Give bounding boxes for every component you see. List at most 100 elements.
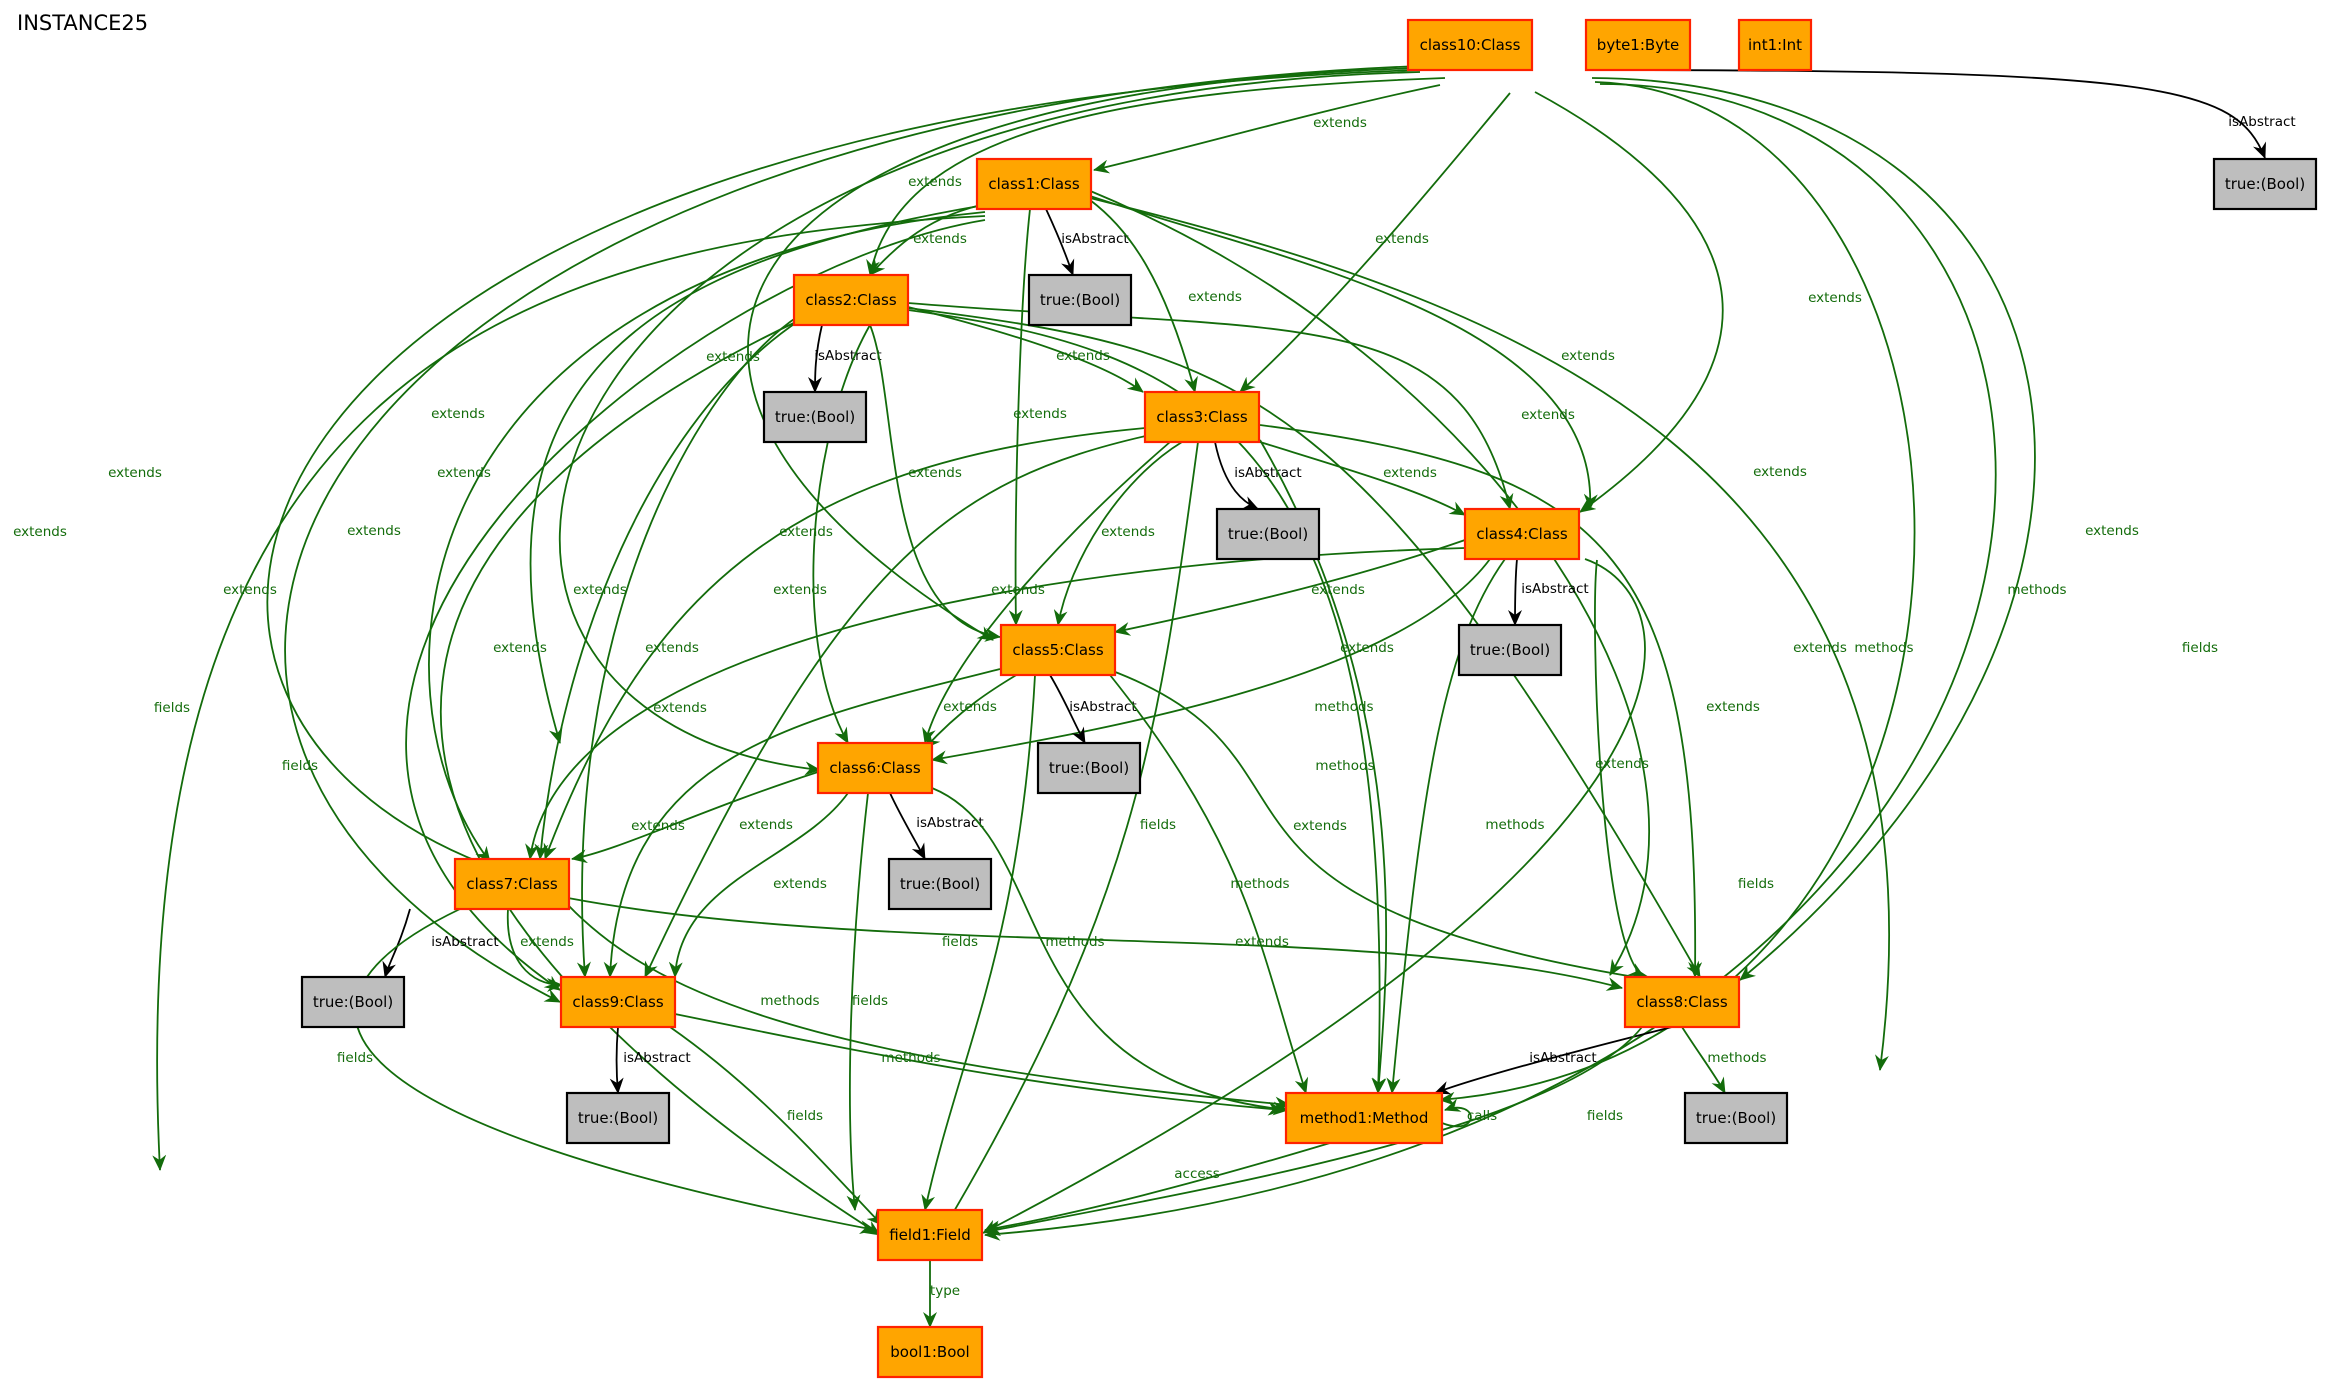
edge-label: isAbstract [623,1050,690,1066]
edge-label: extends [1101,524,1155,540]
edge-class3-extends-class8: extends [1259,424,1760,978]
edge-line [812,324,871,744]
edge-line [1681,1026,1726,1094]
node-class4[interactable]: class4:Class [1463,507,1581,561]
edge-label: extends [1235,934,1289,950]
node-class1[interactable]: class1:Class [975,157,1093,211]
node-t9[interactable]: true:(Bool) [565,1091,671,1145]
edge-label: fields [787,1108,823,1124]
edge-line [439,319,881,1236]
node-box [1027,273,1133,327]
node-box [1623,975,1741,1029]
edge-label: extends [13,524,67,540]
edge-class1-extends-class7: extends [347,211,986,863]
edge-line [609,1026,624,1094]
node-t10[interactable]: true:(Bool) [2212,157,2318,211]
edge-label: extends [1753,464,1807,480]
edge-line [1045,208,1075,276]
edge-line [405,219,986,991]
node-class6[interactable]: class6:Class [816,741,934,795]
node-box [565,1091,671,1145]
edge-class1-methods-method1: methods [1089,197,1914,1071]
node-bool1[interactable]: bool1:Bool [876,1325,984,1379]
node-class7[interactable]: class7:Class [453,857,571,911]
node-t7[interactable]: true:(Bool) [300,975,406,1029]
node-box [1737,18,1813,72]
node-t1[interactable]: true:(Bool) [1027,273,1133,327]
node-t6[interactable]: true:(Bool) [887,857,993,911]
edge-label: methods [1854,640,1913,656]
edge-line [808,324,823,393]
edge-class10-extends-class7: extends [108,69,1421,872]
edge-label: fields [942,934,978,950]
node-class3[interactable]: class3:Class [1143,390,1261,444]
edge-class1-extends-class3: extends [1089,199,1242,393]
edge-label: extends [943,699,997,715]
edge-line [889,792,926,860]
node-t8[interactable]: true:(Bool) [1683,1091,1789,1145]
node-class2[interactable]: class2:Class [792,273,910,327]
node-label: class8:Class [1636,993,1727,1011]
edge-label: methods [1707,1050,1766,1066]
node-box [792,273,910,327]
edge-class5-extends-class8: extends [1109,669,1654,985]
edges-layer: extends extends extends extends extends exten… [13,65,2296,1328]
node-int1[interactable]: int1:Int [1737,18,1813,72]
edge-line [567,904,1291,1111]
edge-label: extends [773,876,827,892]
node-box [1215,507,1321,561]
edge-class8-methods-method1: methods [1681,1026,1767,1094]
node-label: field1:Field [889,1226,971,1244]
node-class8[interactable]: class8:Class [1623,975,1741,1029]
edge-label: extends [573,582,627,598]
edge-label: type [930,1283,960,1299]
edge-class10-extends-class4: extends [1534,91,1862,513]
node-byte1[interactable]: byte1:Byte [1584,18,1692,72]
edge-label: methods [1230,876,1289,892]
edge-label: extends [347,523,401,539]
edge-class2-methods-method1: methods [907,309,1386,1094]
edge-method1-access-field1: access [984,1142,1331,1235]
node-t5[interactable]: true:(Bool) [1036,741,1142,795]
edge-line [266,69,1421,872]
edge-line [907,307,1701,978]
edge-label: extends [1706,699,1760,715]
edge-class4-isAbstract-t4: isAbstract [1508,558,1589,626]
node-box [1584,18,1692,72]
node-t2[interactable]: true:(Bool) [762,390,868,444]
edge-line [1049,674,1086,744]
node-label: bool1:Bool [890,1343,969,1361]
node-method1[interactable]: method1:Method [1284,1091,1444,1145]
node-label: true:(Bool) [313,993,393,1011]
node-t3[interactable]: true:(Bool) [1215,507,1321,561]
edge-label: extends [223,582,277,598]
edge-label: fields [337,1050,373,1066]
node-label: class1:Class [988,175,1079,193]
node-class9[interactable]: class9:Class [559,975,677,1029]
edge-label: isAbstract [1521,581,1588,597]
edge-label: extends [1293,818,1347,834]
edge-class5-extends-class9: extends [603,668,1001,978]
edge-label: extends [437,465,491,481]
edge-class10-extends-class6: extends [431,71,1421,776]
node-t4[interactable]: true:(Bool) [1457,623,1563,677]
node-class10[interactable]: class10:Class [1406,18,1534,72]
node-box [1143,390,1261,444]
node-label: true:(Bool) [1696,1109,1776,1127]
edge-line [284,65,1421,1003]
edge-label: fields [282,758,318,774]
node-class5[interactable]: class5:Class [999,623,1117,677]
edge-class4-fields-field1: fields [982,558,1774,1234]
edge-line [1109,674,1309,1094]
edge-line [1214,441,1259,510]
edge-line [669,1026,883,1226]
diagram-title: INSTANCE25 [17,11,148,35]
edge-class4-methods-method1: methods [1386,558,1545,1094]
edge-line [668,792,849,978]
edge-label: extends [908,174,962,190]
edge-class7-fields-field1: fields [337,908,876,1235]
edge-label: extends [1793,640,1847,656]
edge-label: methods [881,1050,940,1066]
edge-label: extends [1561,348,1615,364]
node-field1[interactable]: field1:Field [876,1208,984,1262]
